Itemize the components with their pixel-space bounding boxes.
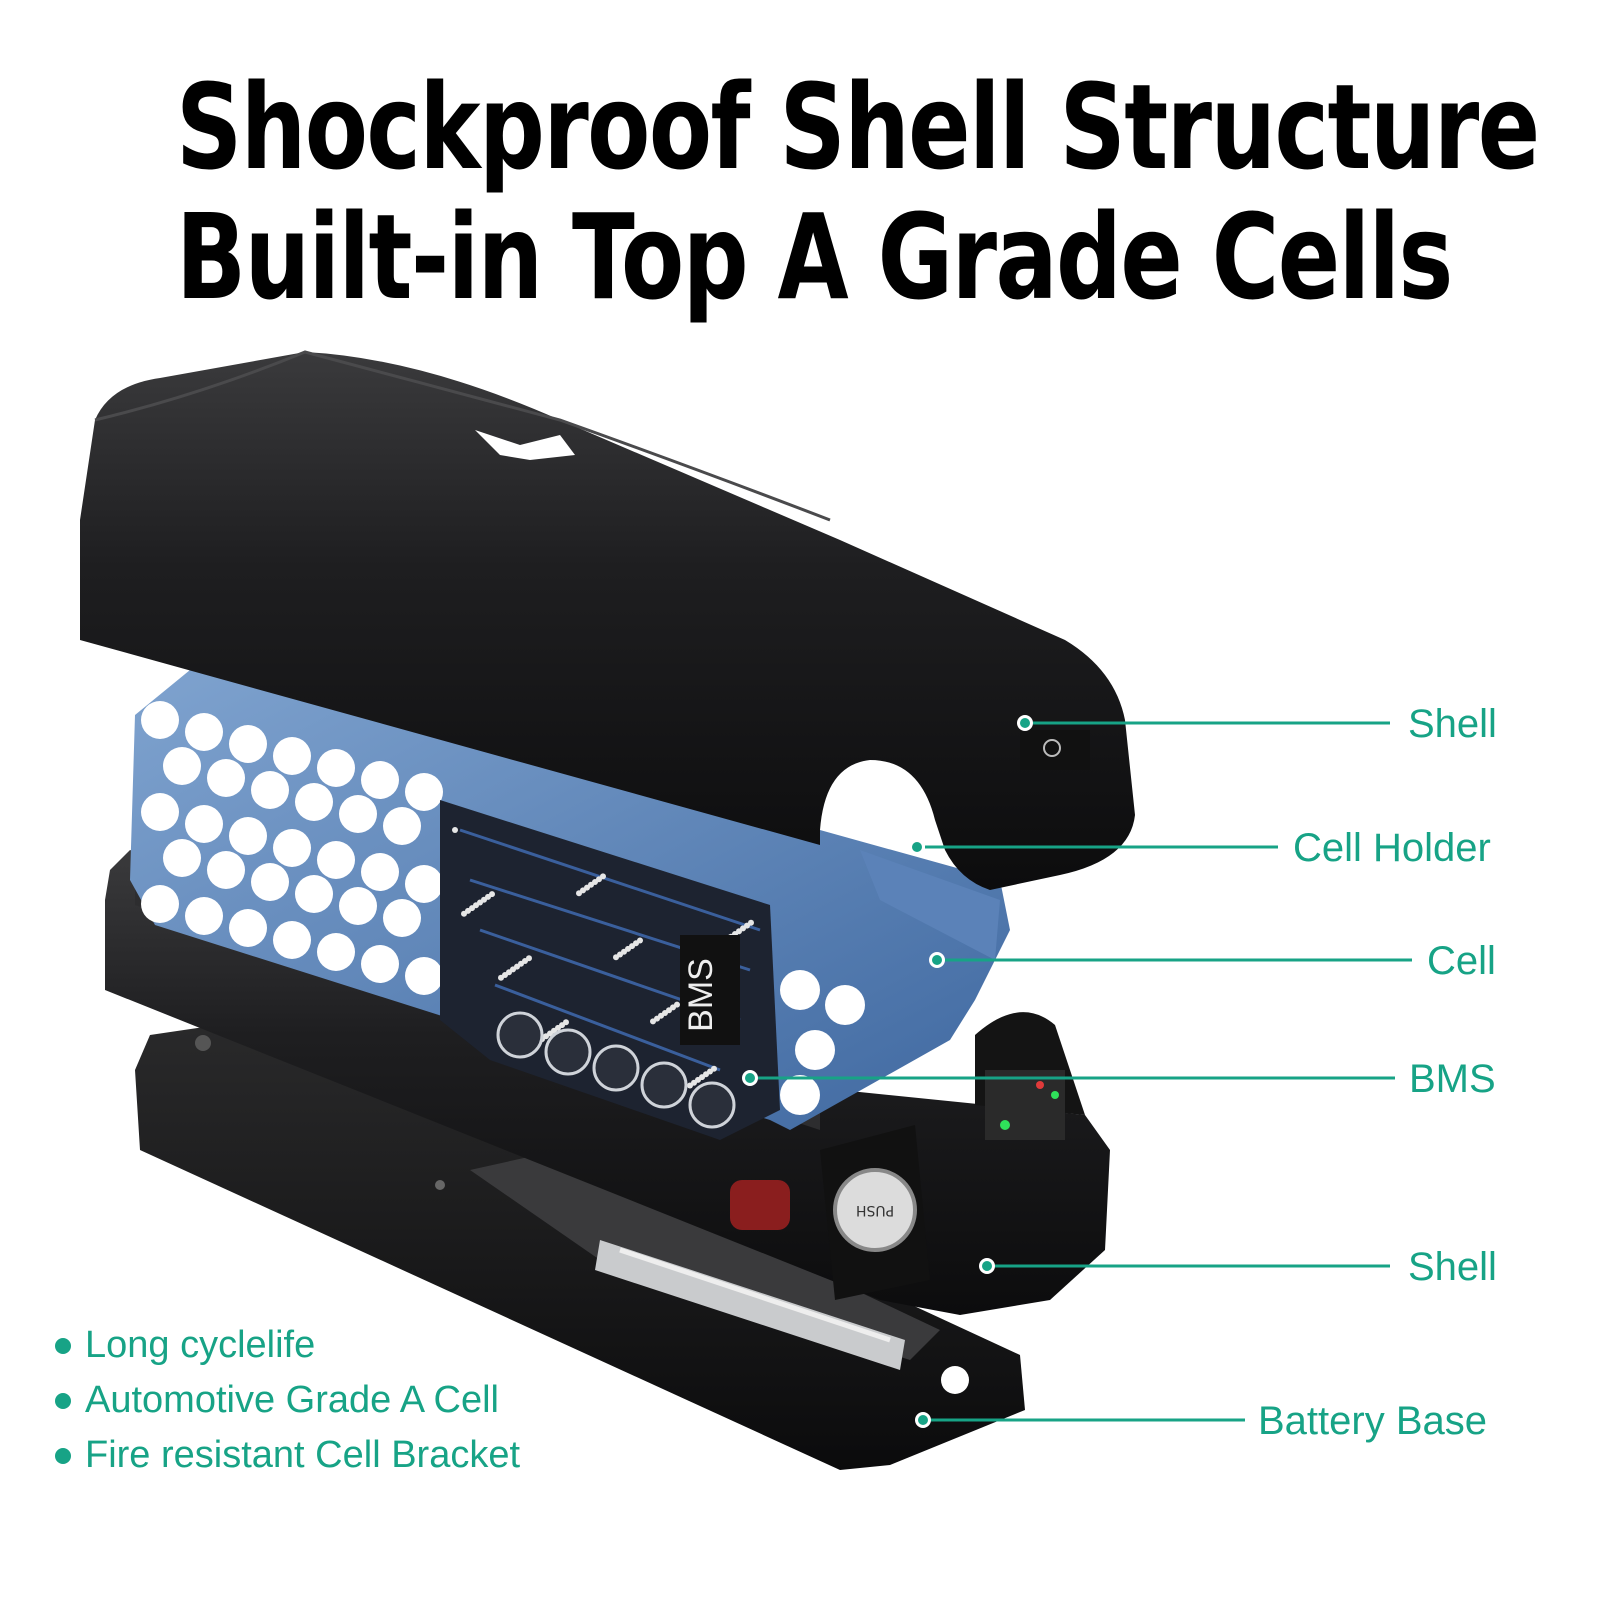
feature-list: Long cyclelife Automotive Grade A Cell F… <box>55 1318 520 1483</box>
cell-end <box>339 887 377 925</box>
cell-end <box>251 863 289 901</box>
cell-end <box>361 853 399 891</box>
callout-cell: Cell <box>1427 939 1496 983</box>
cell-end <box>185 805 223 843</box>
cell-end <box>141 793 179 831</box>
callout-battery-base: Battery Base <box>1258 1399 1488 1443</box>
cell-end <box>229 725 267 763</box>
cell-end <box>273 829 311 867</box>
bms-solder-point <box>613 954 619 961</box>
cell-end <box>317 749 355 787</box>
cell-end <box>317 841 355 879</box>
cell-ends <box>141 701 865 1115</box>
cell-end <box>795 1030 835 1070</box>
feature-item: Long cyclelife <box>55 1318 520 1373</box>
cell-end <box>185 713 223 751</box>
cell-end <box>544 1028 592 1076</box>
cell-end <box>496 1011 544 1059</box>
bullet-icon <box>55 1447 71 1464</box>
feature-item: Fire resistant Cell Bracket <box>55 1428 520 1483</box>
cell-end <box>141 701 179 739</box>
cell-end <box>295 875 333 913</box>
feature-text: Automotive Grade A Cell <box>85 1379 499 1421</box>
cell-end <box>383 899 421 937</box>
callout-lines <box>742 715 1412 1428</box>
bms-board: BMS <box>440 800 780 1140</box>
bms-solder-point <box>650 1018 656 1025</box>
cell-end <box>207 851 245 889</box>
cell-end <box>229 909 267 947</box>
bms-solder-point <box>576 890 582 897</box>
cell-end <box>405 957 443 995</box>
upper-shell <box>80 350 1135 890</box>
cell-end <box>207 759 245 797</box>
bms-chip-label: BMS <box>682 958 720 1032</box>
cell-end <box>317 933 355 971</box>
headline-line-1: Shockproof Shell Structure <box>176 58 1540 196</box>
feature-item: Automotive Grade A Cell <box>55 1373 520 1428</box>
bms-solder-point <box>452 827 458 833</box>
bms-solder-point <box>461 910 467 917</box>
cell-end <box>185 897 223 935</box>
cell-end <box>163 839 201 877</box>
cell-end <box>361 761 399 799</box>
cell-end <box>825 985 865 1025</box>
bms-solder-point <box>687 1082 693 1089</box>
push-button-label: PUSH <box>856 1202 894 1218</box>
cell-end <box>780 1075 820 1115</box>
cell-end <box>383 807 421 845</box>
callout-cell-holder: Cell Holder <box>1293 826 1491 870</box>
cell-end <box>251 771 289 809</box>
bms-solder-point <box>498 974 504 981</box>
bullet-icon <box>55 1337 71 1354</box>
feature-text: Long cyclelife <box>85 1324 316 1366</box>
cell-end <box>780 970 820 1010</box>
cell-end <box>640 1061 688 1109</box>
callout-shell-top: Shell <box>1408 702 1497 746</box>
cell-end <box>592 1044 640 1092</box>
feature-text: Fire resistant Cell Bracket <box>85 1434 521 1476</box>
callout-bms: BMS <box>1409 1057 1496 1101</box>
cell-end <box>405 773 443 811</box>
callout-shell-bottom: Shell <box>1408 1245 1497 1289</box>
cell-end <box>273 921 311 959</box>
cell-end <box>163 747 201 785</box>
cell-end <box>361 945 399 983</box>
battery-base <box>135 1015 1025 1470</box>
cell-end <box>273 737 311 775</box>
cell-end <box>405 865 443 903</box>
cell-end <box>295 783 333 821</box>
cell-end <box>688 1081 736 1129</box>
cell-end <box>141 885 179 923</box>
bullet-icon <box>55 1392 71 1409</box>
cell-end <box>229 817 267 855</box>
headline-line-2: Built-in Top A Grade Cells <box>176 188 1453 326</box>
cell-end <box>339 795 377 833</box>
